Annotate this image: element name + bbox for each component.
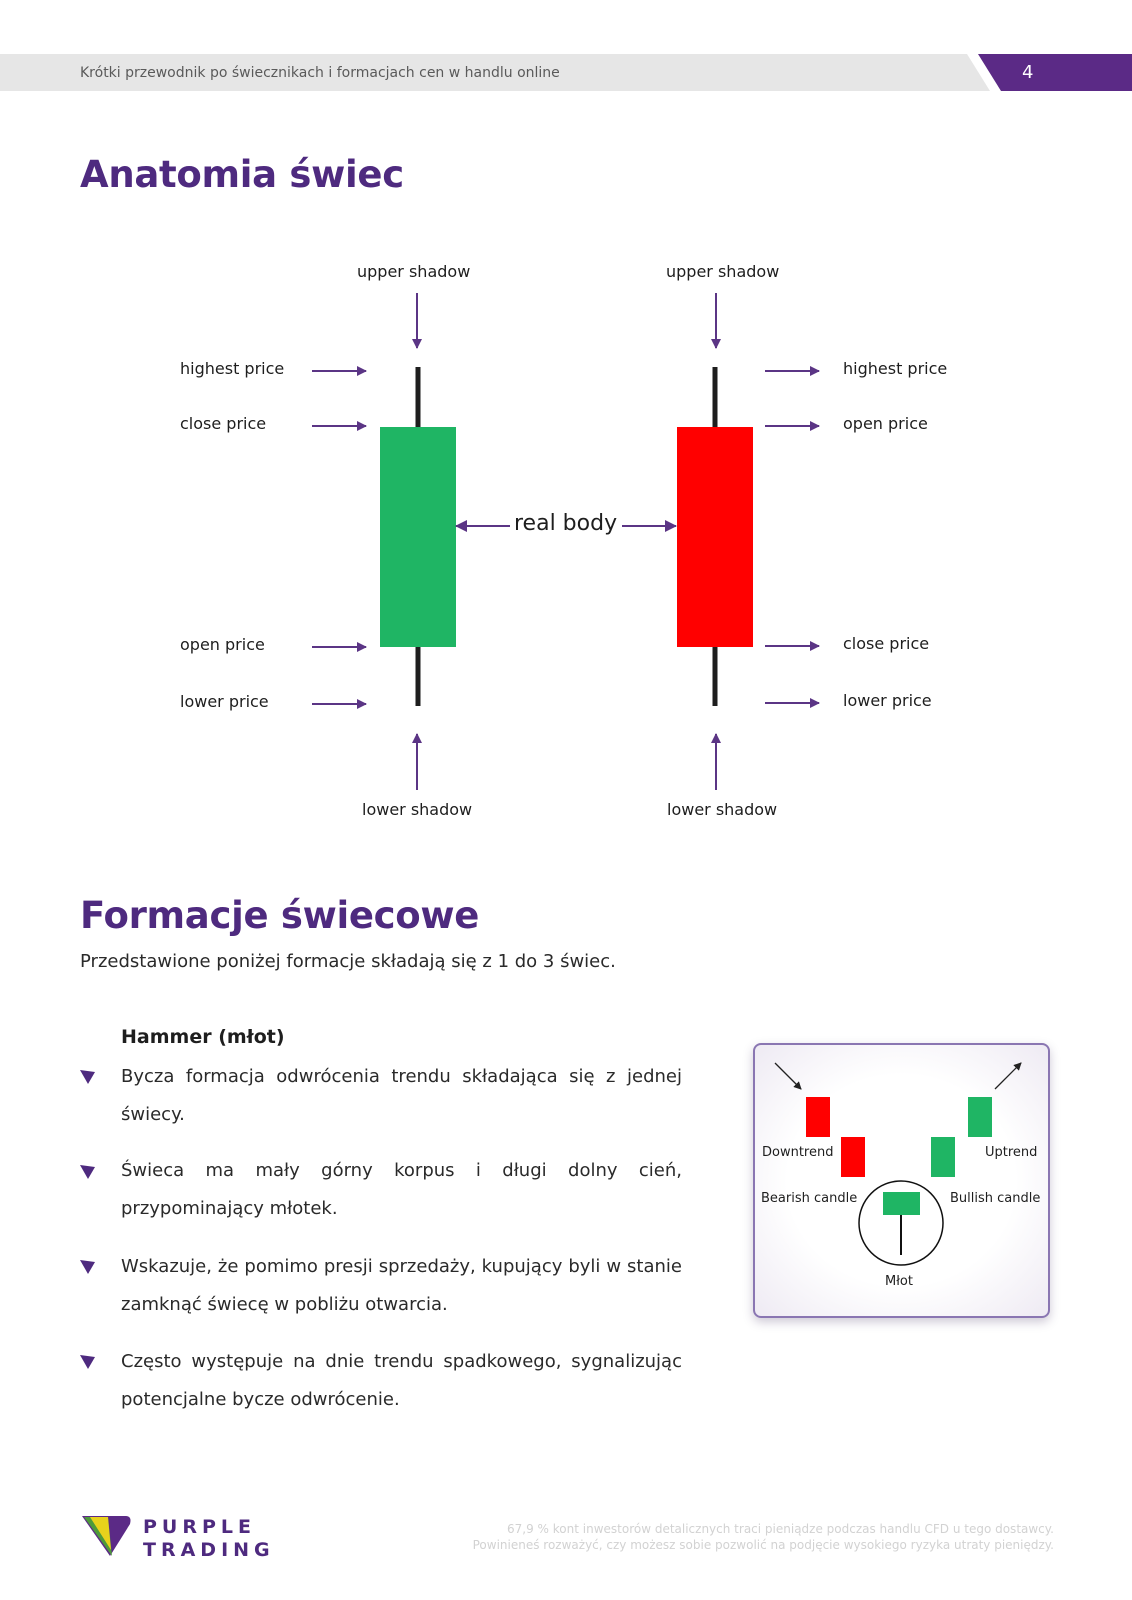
bearish-candle-label: Bearish candle: [761, 1191, 858, 1206]
downtrend-arrow: [774, 1062, 802, 1090]
page-number: 4: [1022, 62, 1034, 83]
disclaimer-line-1: 67,9 % kont inwestorów detalicznych trac…: [507, 1522, 1054, 1536]
disclaimer-line-2: Powinieneś rozważyć, czy możesz sobie po…: [472, 1538, 1054, 1552]
hammer-illustration-card: Downtrend Uptrend Bearish candle Bullish…: [753, 1043, 1050, 1318]
patterns-heading: Formacje świecowe: [80, 894, 480, 937]
bullet-icon: [80, 1070, 95, 1084]
bullish-candle-label: Bullish candle: [950, 1191, 1041, 1206]
upper-shadow-label-left: upper shadow: [357, 262, 471, 281]
open-price-label-right: open price: [843, 414, 928, 433]
hammer-candle-body: [883, 1192, 920, 1215]
lower-shadow-label-left: lower shadow: [362, 800, 473, 819]
logo-text-trading: TRADING: [143, 1539, 275, 1561]
bearish-candle-2: [841, 1137, 865, 1177]
upper-shadow-label-right: upper shadow: [666, 262, 780, 281]
hammer-label: Młot: [885, 1274, 913, 1289]
close-price-label-left: close price: [180, 414, 267, 433]
hammer-title: Hammer (młot): [121, 1026, 285, 1048]
header-title: Krótki przewodnik po świecznikach i form…: [80, 65, 560, 81]
anatomy-heading: Anatomia świec: [80, 153, 404, 196]
uptrend-arrow: [994, 1062, 1022, 1090]
patterns-intro: Przedstawione poniżej formacje składają …: [80, 951, 616, 972]
real-body-label: real body: [514, 511, 618, 536]
bullish-candle-2: [968, 1097, 992, 1137]
hammer-bullet-4: Często występuje na dnie trendu spadkowe…: [121, 1351, 682, 1410]
downtrend-label: Downtrend: [762, 1145, 834, 1160]
logo-text-purple: PURPLE: [143, 1516, 256, 1538]
page-number-tab: [978, 54, 1132, 91]
bullet-icon: [80, 1260, 95, 1274]
lower-shadow-label-right: lower shadow: [667, 800, 778, 819]
purple-trading-logo-icon: [82, 1516, 131, 1556]
hammer-illustration: [774, 1062, 1022, 1266]
header-bar: [0, 54, 990, 91]
bullish-candle-body: [380, 427, 456, 647]
hammer-bullet-3: Wskazuje, że pomimo presji sprzedaży, ku…: [121, 1256, 682, 1315]
hammer-bullet-1: Bycza formacja odwrócenia trendu składaj…: [121, 1066, 682, 1125]
close-price-label-right: close price: [843, 634, 930, 653]
hammer-bullet-2: Świeca ma mały górny korpus i długi doln…: [121, 1160, 682, 1219]
hammer-circle: [858, 1180, 944, 1266]
bullish-candle-1: [931, 1137, 955, 1177]
open-price-label-left: open price: [180, 635, 265, 654]
candle-anatomy-diagram: [312, 293, 820, 790]
bearish-candle-body: [677, 427, 753, 647]
lower-price-label-left: lower price: [180, 692, 269, 711]
highest-price-label-right: highest price: [843, 359, 948, 378]
uptrend-label: Uptrend: [985, 1145, 1038, 1160]
bullet-icon: [80, 1355, 95, 1369]
highest-price-label-left: highest price: [180, 359, 285, 378]
bullet-icon: [80, 1165, 95, 1179]
lower-price-label-right: lower price: [843, 691, 932, 710]
bearish-candle-1: [806, 1097, 830, 1137]
